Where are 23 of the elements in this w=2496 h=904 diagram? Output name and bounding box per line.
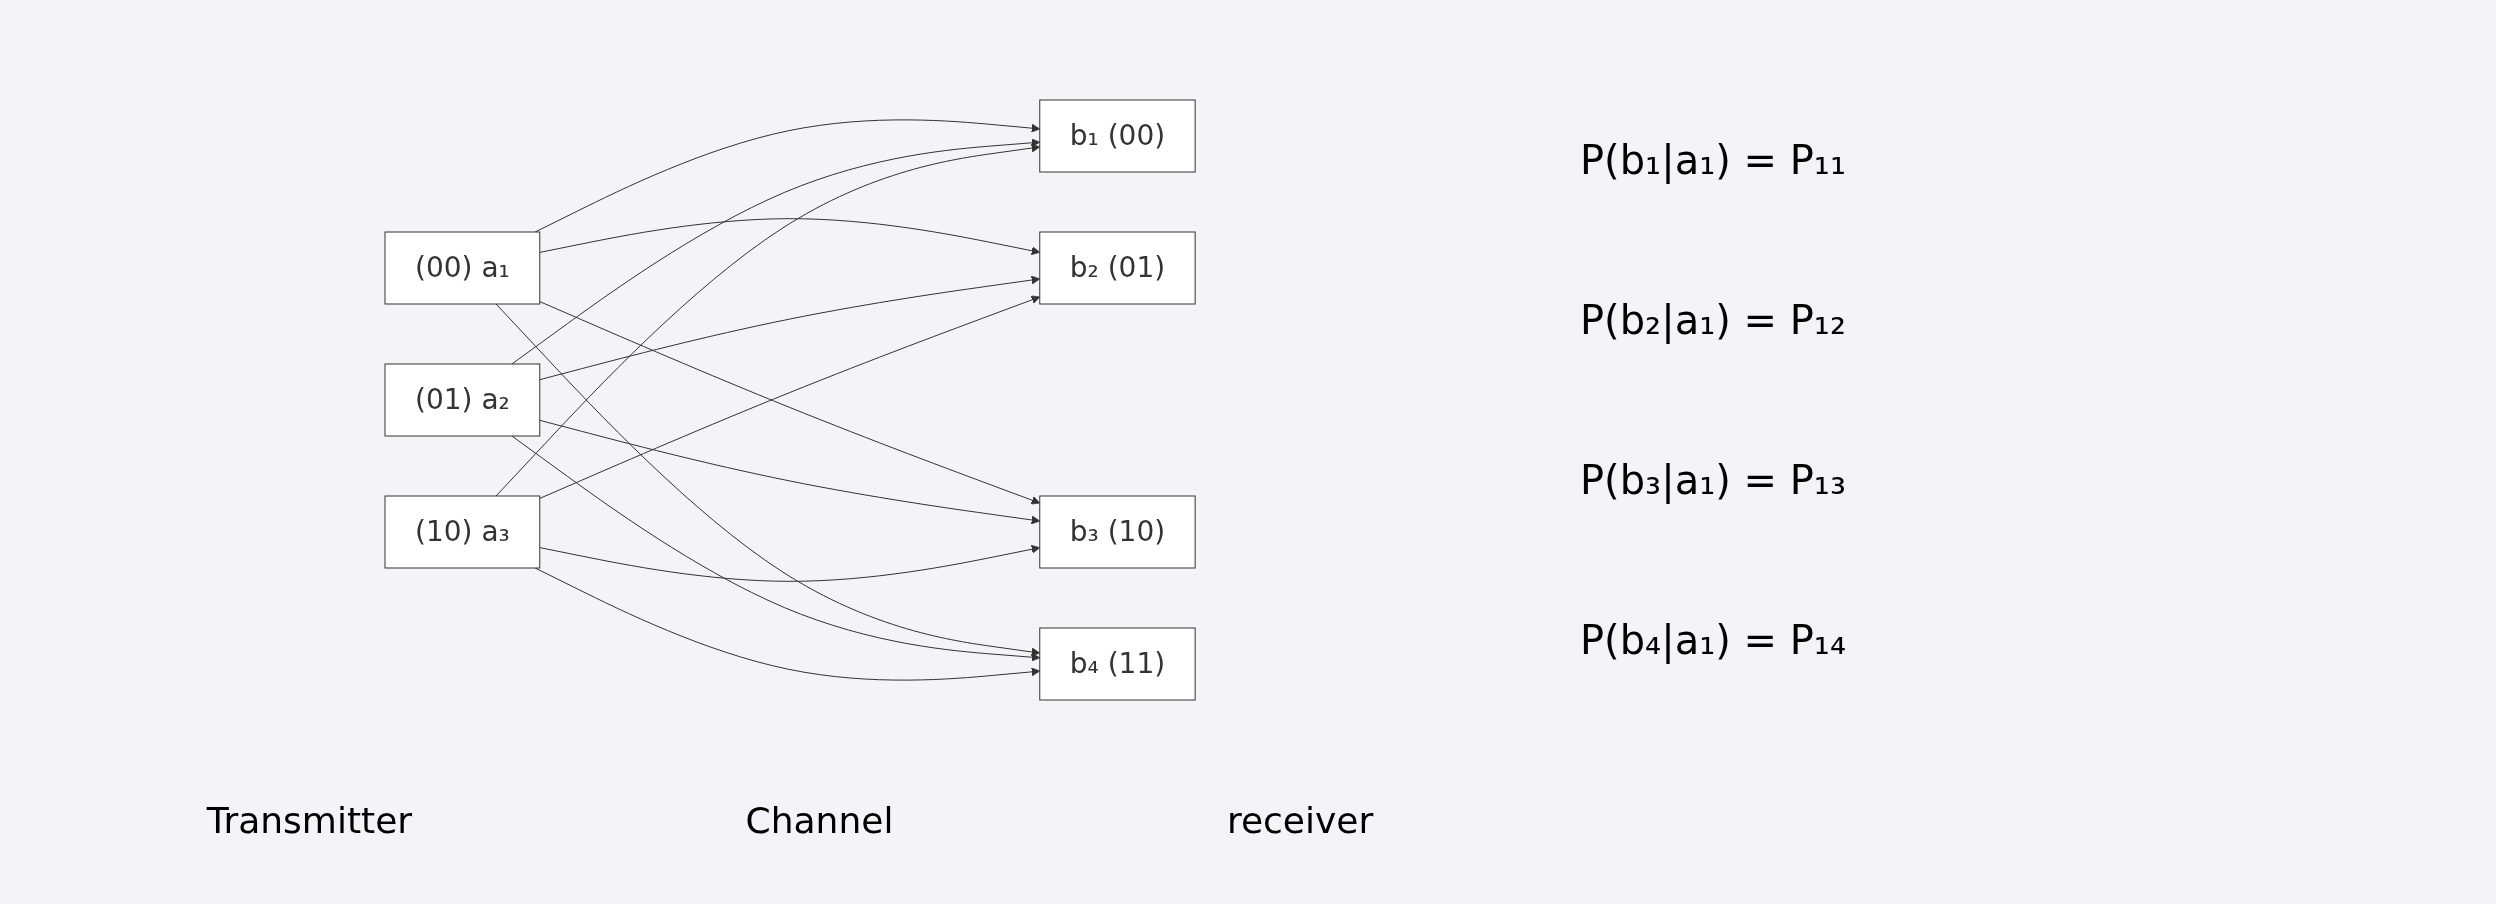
section-label: Channel <box>745 800 894 841</box>
probability-formula: P(b₃|a₁) = P₁₃ <box>1580 457 1846 503</box>
node-box: (00) a₁ <box>384 231 541 305</box>
probability-formula: P(b₁|a₁) = P₁₁ <box>1580 137 1846 183</box>
probability-formula: P(b₂|a₁) = P₁₂ <box>1580 297 1846 343</box>
node-box: b₂ (01) <box>1039 231 1196 305</box>
section-label: receiver <box>1226 800 1374 841</box>
section-label: Transmitter <box>206 800 413 841</box>
arrow <box>539 275 1041 381</box>
node-box: (10) a₃ <box>384 495 541 569</box>
arrow <box>534 119 1041 233</box>
node-box: b₄ (11) <box>1039 627 1196 701</box>
node-box: b₁ (00) <box>1039 99 1196 173</box>
node-box: (01) a₂ <box>384 363 541 437</box>
arrow <box>495 303 1041 657</box>
node-box: b₃ (10) <box>1039 495 1196 569</box>
arrow <box>511 138 1041 365</box>
arrow <box>539 544 1041 582</box>
arrow <box>539 218 1041 256</box>
arrow <box>539 419 1041 525</box>
probability-formula: P(b₄|a₁) = P₁₄ <box>1580 617 1846 663</box>
arrow <box>511 435 1041 662</box>
arrow <box>495 143 1041 497</box>
